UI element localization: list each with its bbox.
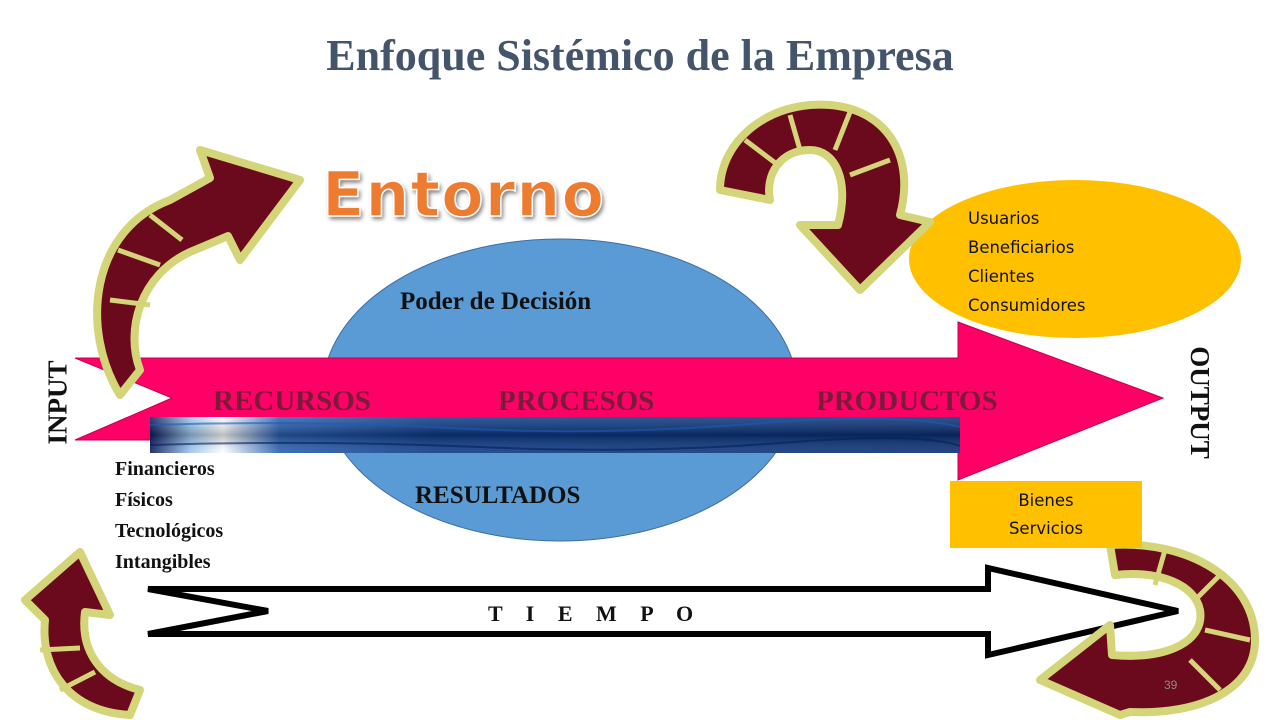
outputs-box: Bienes Servicios bbox=[950, 481, 1142, 548]
input-label: INPUT bbox=[34, 355, 82, 450]
time-label: T I E M P O bbox=[488, 601, 703, 626]
main-flow-arrow bbox=[74, 321, 1165, 481]
stage-processes-label: PROCESOS bbox=[498, 385, 655, 417]
list-item: Usuarios bbox=[968, 209, 1040, 228]
resources-list: Financieros Físicos Tecnológicos Intangi… bbox=[115, 454, 223, 578]
list-item: Tecnológicos bbox=[115, 520, 224, 542]
curved-arrow-icon bbox=[716, 100, 934, 294]
environment-label: Entorno bbox=[321, 157, 606, 232]
customer-ellipse bbox=[909, 180, 1241, 338]
curved-arrow-icon bbox=[1036, 540, 1259, 719]
list-item: Físicos bbox=[115, 489, 173, 511]
customers-list: Usuarios Beneficiarios Clientes Consumid… bbox=[968, 204, 1086, 320]
curved-arrow-icon bbox=[21, 548, 144, 719]
list-item: Servicios bbox=[1008, 518, 1084, 538]
results-label: RESULTADOS bbox=[415, 482, 581, 509]
input-label-text: INPUT bbox=[42, 360, 73, 445]
time-arrow bbox=[147, 564, 1179, 659]
list-item: Beneficiarios bbox=[968, 238, 1075, 257]
stage-resources-label: RECURSOS bbox=[213, 385, 371, 417]
output-label-text: OUTPUT bbox=[1184, 346, 1215, 459]
stage-products-label: PRODUCTOS bbox=[816, 385, 998, 417]
slide-number: 39 bbox=[1164, 678, 1178, 692]
list-item: Bienes bbox=[1018, 490, 1074, 510]
list-item: Consumidores bbox=[968, 296, 1086, 315]
list-item: Intangibles bbox=[115, 551, 211, 573]
slide-title: Enfoque Sistémico de la Empresa bbox=[326, 31, 954, 80]
list-item: Financieros bbox=[115, 458, 215, 480]
decision-power-label: Poder de Decisión bbox=[400, 288, 592, 315]
list-item: Clientes bbox=[968, 267, 1035, 286]
output-label: OUTPUT bbox=[1172, 335, 1226, 470]
curved-arrow-icon bbox=[93, 146, 304, 399]
